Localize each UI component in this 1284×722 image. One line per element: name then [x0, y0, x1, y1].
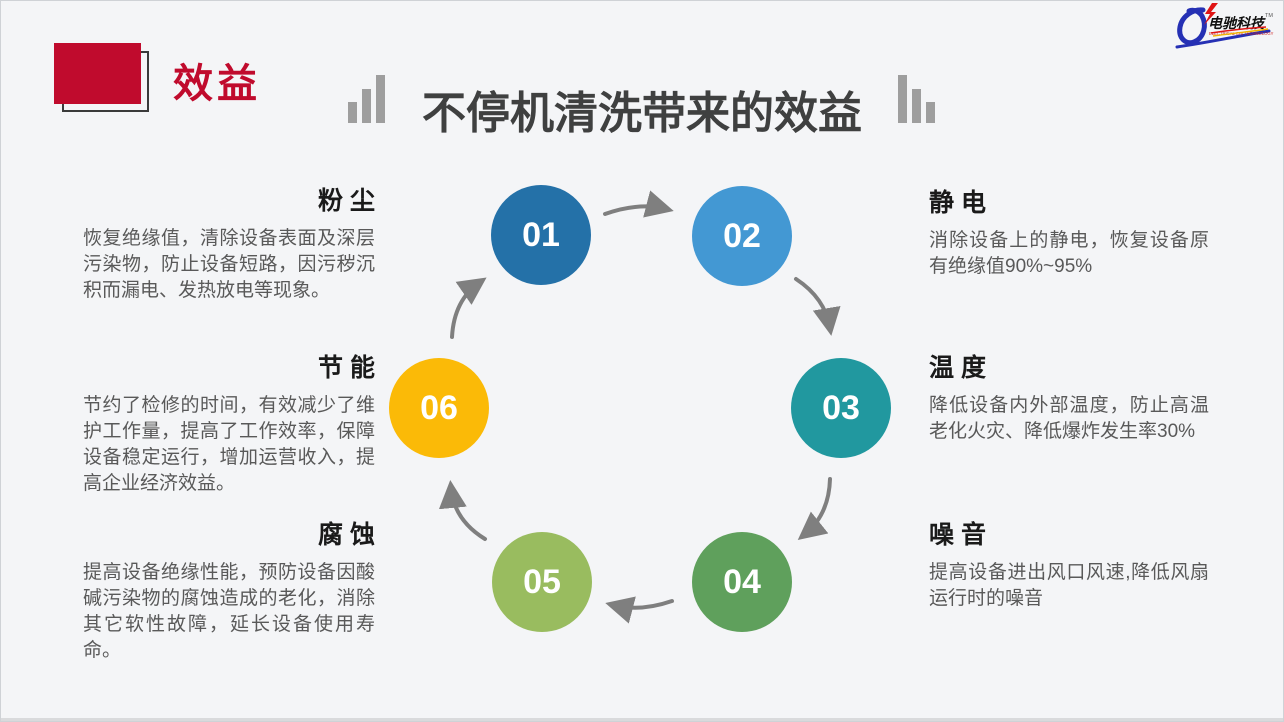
benefit-title: 粉尘 — [317, 187, 382, 215]
benefit-body: 降低设备内外部温度，防止高温老化火灾、降低爆炸发生率30% — [929, 395, 1209, 442]
logo-swoosh-red — [1210, 26, 1267, 34]
logo-brand-text: 电驰科技 — [1208, 15, 1266, 31]
benefit-body: 提高设备进出风口风速,降低风扇运行时的噪音 — [929, 562, 1209, 609]
bar-tall — [898, 75, 907, 123]
logo-d-swoosh — [1177, 7, 1207, 46]
bar-short — [348, 102, 357, 123]
benefit-block-noise: 噪音 提高设备进出风口风速,降低风扇运行时的噪音 — [929, 515, 1209, 612]
page-title: 不停机清洗带来的效益 — [422, 89, 862, 138]
benefit-body: 恢复绝缘值，清除设备表面及深层污染物，防止设备短路，因污秽沉积而漏电、发热放电等… — [83, 228, 375, 301]
cycle-step-4: 04 — [692, 532, 792, 632]
arrow-step6-step1 — [450, 277, 487, 339]
bar-short — [926, 102, 935, 123]
step-number: 03 — [822, 388, 860, 427]
arrow-step1-step2 — [603, 190, 674, 218]
benefit-body: 节约了检修的时间，有效减少了维护工作量，提高了工作效率，保障设备稳定运行，增加运… — [83, 395, 375, 494]
logo-d-tail — [1175, 29, 1271, 49]
logo-tm: TM — [1265, 13, 1273, 19]
logo-subtitle-text: ELECTRICAL CHI TECHNOLOGY — [1209, 31, 1274, 36]
step-number: 05 — [523, 562, 561, 601]
step-number: 06 — [420, 388, 458, 427]
benefit-block-temperature: 温度 降低设备内外部温度，防止高温老化火灾、降低爆炸发生率30% — [929, 348, 1209, 445]
arrow-step5-step6 — [438, 480, 487, 541]
tag-red-box — [54, 43, 141, 104]
cycle-step-3: 03 — [791, 358, 891, 458]
benefit-block-static: 静电 消除设备上的静电，恢复设备原有绝缘值90%~95% — [929, 183, 1209, 280]
bar-tall — [376, 75, 385, 123]
lightning-icon — [1204, 3, 1218, 25]
benefit-title: 噪音 — [929, 521, 994, 549]
bar-medium — [362, 89, 371, 123]
arrow-step3-step4 — [797, 477, 832, 541]
benefit-title: 腐蚀 — [317, 521, 382, 549]
arrow-step4-step5 — [605, 596, 674, 624]
benefit-block-corrosion: 腐蚀 提高设备绝缘性能，预防设备因酸碱污染物的腐蚀造成的老化，消除其它软性故障，… — [83, 515, 375, 664]
benefit-body: 提高设备绝缘性能，预防设备因酸碱污染物的腐蚀造成的老化，消除其它软性故障，延长设… — [83, 562, 375, 661]
logo-swoosh-yellow — [1212, 28, 1269, 37]
benefit-title: 静电 — [929, 189, 994, 217]
cycle-step-2: 02 — [692, 186, 792, 286]
benefit-title: 节能 — [317, 354, 382, 382]
bars-decoration-right — [898, 75, 935, 123]
benefit-body: 消除设备上的静电，恢复设备原有绝缘值90%~95% — [929, 230, 1209, 277]
bottom-strip — [1, 718, 1283, 721]
step-number: 04 — [723, 562, 761, 601]
benefit-block-energy: 节能 节约了检修的时间，有效减少了维护工作量，提高了工作效率，保障设备稳定运行，… — [83, 348, 375, 497]
cycle-step-1: 01 — [491, 185, 591, 285]
bars-decoration-left — [348, 75, 385, 123]
cycle-step-5: 05 — [492, 532, 592, 632]
benefit-block-dust: 粉尘 恢复绝缘值，清除设备表面及深层污染物，防止设备短路，因污秽沉积而漏电、发热… — [83, 181, 375, 304]
company-logo: 电驰科技 ELECTRICAL CHI TECHNOLOGY TM — [1175, 3, 1274, 49]
benefit-title: 温度 — [929, 354, 994, 382]
bar-medium — [912, 89, 921, 123]
cycle-step-6: 06 — [389, 358, 489, 458]
step-number: 02 — [723, 216, 761, 255]
arrow-step2-step3 — [794, 277, 841, 336]
step-number: 01 — [522, 215, 560, 254]
section-tag: 效益 — [173, 62, 261, 106]
